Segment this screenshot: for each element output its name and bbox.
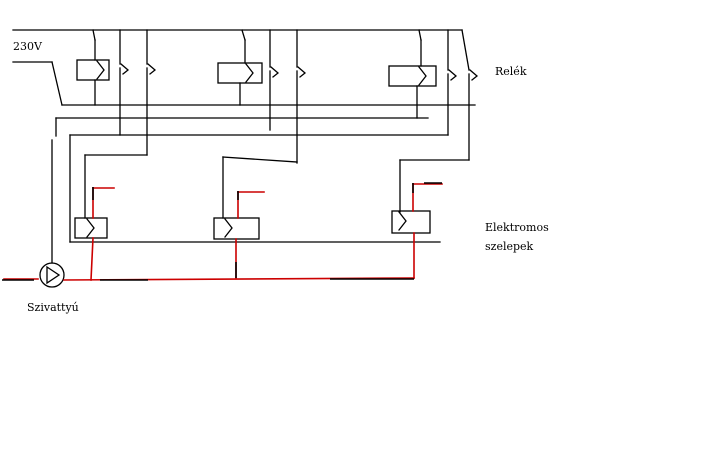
valve-3-coil <box>391 210 431 234</box>
valve-2-coil <box>213 217 260 240</box>
valve-1 <box>74 217 108 239</box>
pump <box>39 262 65 288</box>
valve-2 <box>213 217 260 240</box>
valve-3 <box>391 210 431 234</box>
valves-label-line2: szelepek <box>485 240 534 253</box>
relay-2 <box>217 29 307 164</box>
relay-1 <box>76 29 157 156</box>
valves-label-line1: Elektromos <box>485 221 549 234</box>
pump-circle <box>39 262 65 288</box>
voltage-label: 230V <box>13 40 42 53</box>
pump-label: Szivattyú <box>27 301 79 314</box>
valve-1-coil <box>74 217 108 239</box>
relays-label: Relék <box>495 65 527 78</box>
relay-1-coil <box>76 59 110 81</box>
relay-3 <box>388 29 479 161</box>
relay-2-coil <box>217 62 263 84</box>
relay-3-coil <box>388 65 437 87</box>
